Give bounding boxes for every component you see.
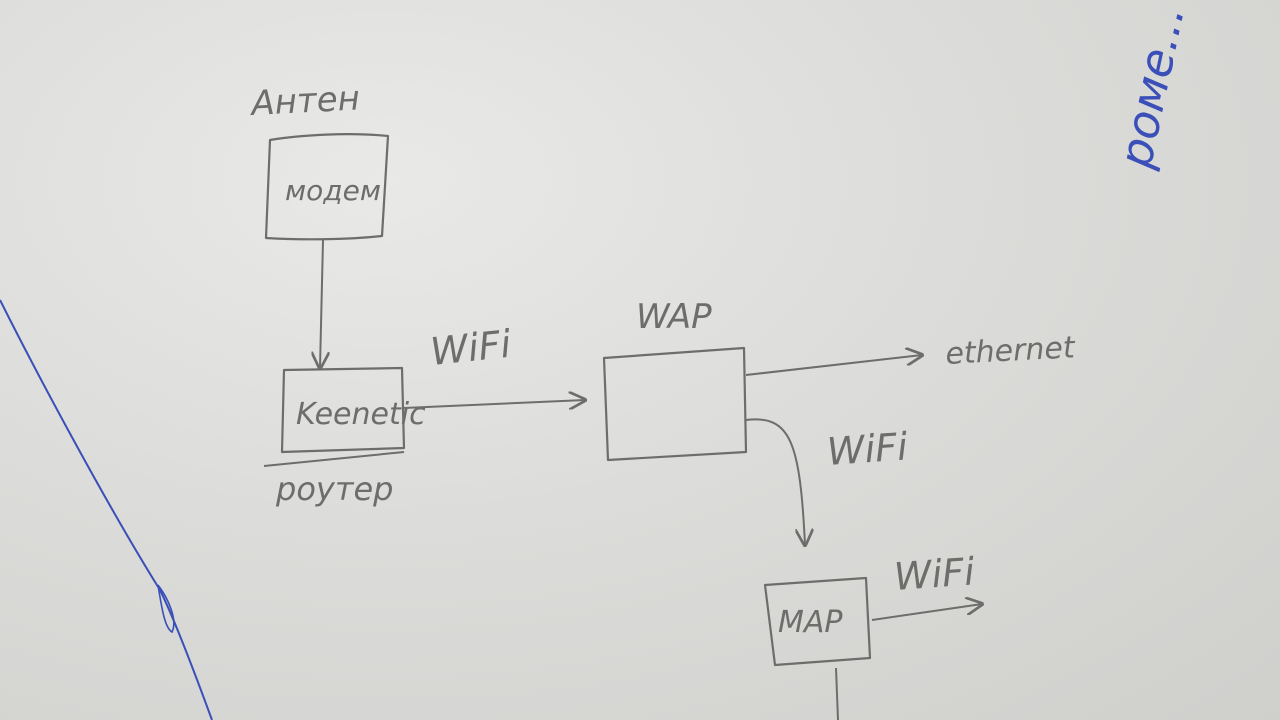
wifi-label-1: WiFi [428,322,513,374]
ink-diagonal-line [0,299,213,720]
modem-box [264,133,390,241]
router-label: роутер [275,470,393,508]
keenetic-label: Keenetic [296,397,426,432]
wifi-label-2: WiFi [826,424,910,474]
wap-box [602,346,748,462]
map-label: MAP [778,605,843,640]
router-underline [263,451,405,467]
modem-label: модем [285,174,381,207]
wifi-label-3: WiFi [893,549,977,599]
antenna-label: Антен [248,78,360,124]
map-wifi-arrow [871,604,982,621]
router-to-wap-arrow [403,400,585,408]
router-box [280,366,406,454]
wap-label: WAP [636,297,712,337]
wap-to-ethernet-arrow [745,355,922,376]
map-down-line [835,667,839,720]
ink-loop-mark [157,584,175,634]
modem-to-router-arrow [320,239,323,368]
wap-to-map-arrow [745,418,805,545]
ethernet-label: ethernet [945,330,1077,372]
map-box [763,576,872,667]
margin-note: роме... [1108,0,1195,173]
